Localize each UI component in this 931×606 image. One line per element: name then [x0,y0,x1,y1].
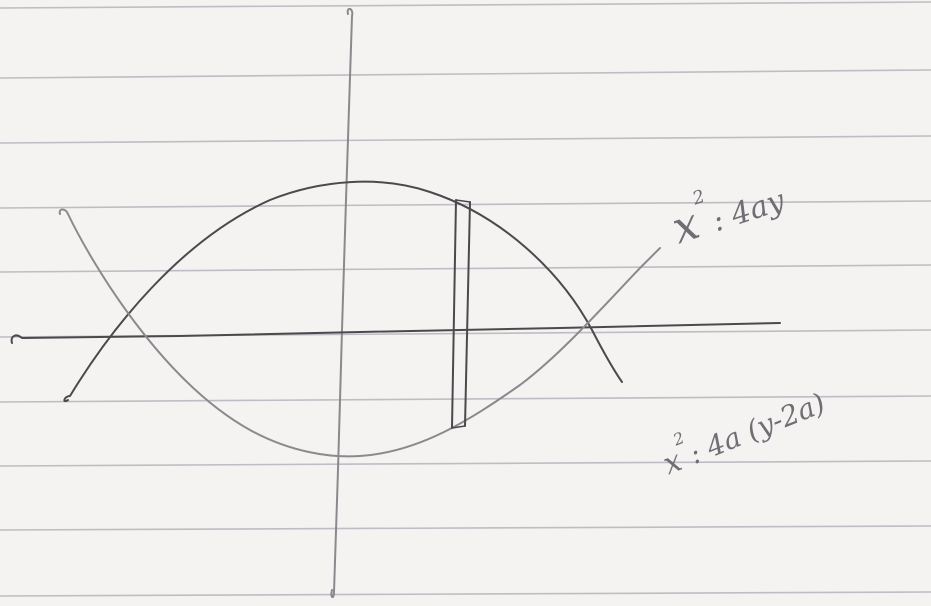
upward-parabola [58,208,661,458]
x-axis [10,322,781,344]
label-upper-curve: x 2 : 4ay [666,183,790,255]
vertical-strip [451,199,471,429]
label-lower-curve: x 2 : 4a (y-2a) [658,386,830,482]
downward-parabola [63,180,623,403]
label-upper-rest: : 4ay [708,183,790,239]
label-lower-rest: : 4a (y-2a) [685,386,830,470]
y-axis [330,8,354,598]
label-upper-exp: 2 [689,186,707,210]
